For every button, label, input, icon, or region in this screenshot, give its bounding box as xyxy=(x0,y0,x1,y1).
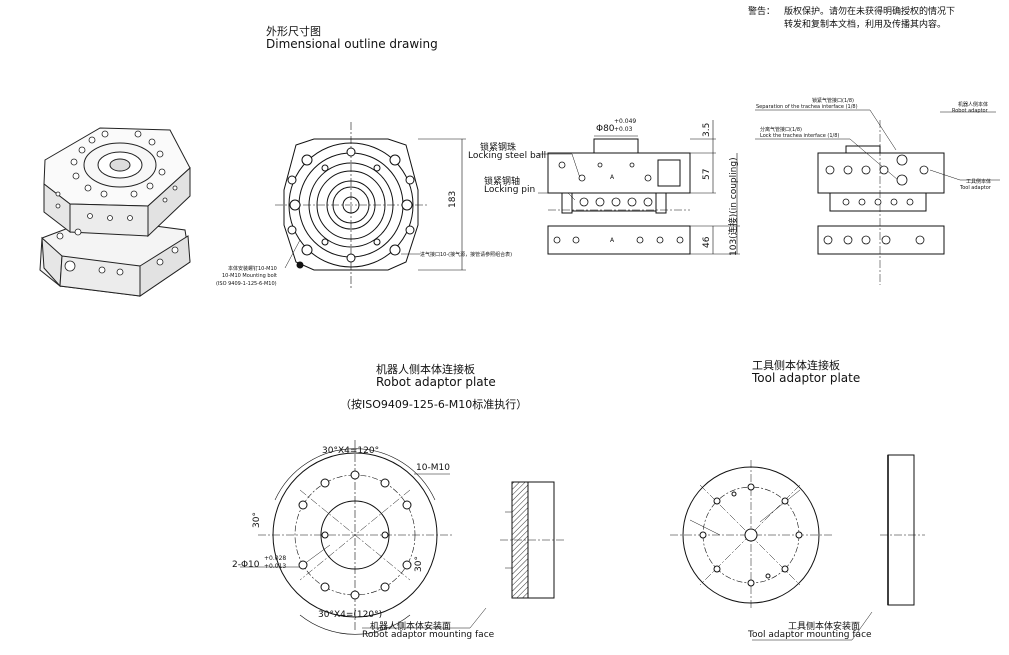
side-view xyxy=(538,120,740,255)
tool-adaptor-cn: 工具侧本体 xyxy=(966,179,992,185)
right-view-holes xyxy=(823,154,929,245)
mounting-bolt-cn: 本体安装螺钉10-M10 xyxy=(228,266,277,272)
mounting-bolt-en: 10-M10 Mounting bolt xyxy=(222,273,278,279)
marker-a-top: A xyxy=(610,174,615,181)
separation-port-en: Separation of the trachea interface (1/8… xyxy=(756,104,858,110)
dim-dia80-tol-down: +0.03 xyxy=(614,126,633,133)
side-view-holes xyxy=(553,161,684,244)
tool-face-en: Tool adaptor mounting face xyxy=(748,630,872,640)
robot-face-cn: 机器人侧本体安装面 xyxy=(370,622,452,632)
air-inlet-note: 进气接口10-(接气源，接管请参照组合表) xyxy=(420,252,513,258)
isometric-view xyxy=(39,127,191,297)
angle-30-left: 30° xyxy=(252,512,262,528)
tool-plate-holes xyxy=(699,483,803,587)
tool-plate-section xyxy=(880,454,925,606)
robot-plate-title-cn: 机器人侧本体连接板 xyxy=(376,363,475,376)
lock-port-cn: 分离气管接口(1/8) xyxy=(760,127,802,133)
tool-plate-face xyxy=(670,460,873,641)
locking-ball-en: Locking steel ball xyxy=(468,151,547,161)
thread-10-m10: 10-M10 xyxy=(416,463,450,473)
right-view xyxy=(755,109,1000,285)
pin-tol-down: +0.013 xyxy=(264,563,287,570)
dim-dia80: Φ80 xyxy=(596,124,615,134)
outline-title-cn: 外形尺寸图 xyxy=(266,25,321,38)
locking-pin-cn: 锁紧钢轴 xyxy=(484,177,521,187)
pin-tol-up: +0.028 xyxy=(264,555,287,562)
robot-face-en: Robot adaptor mounting face xyxy=(362,630,495,640)
dim-dia80-tol-up: +0.049 xyxy=(614,118,637,125)
isometric-holes xyxy=(55,130,179,276)
lock-port-en: Lock the trachea interface (1/8) xyxy=(760,133,840,139)
tool-plate-title-cn: 工具侧本体连接板 xyxy=(752,359,840,372)
dim-46: 46 xyxy=(702,236,712,248)
pin-holes: 2-Φ10 xyxy=(232,560,260,570)
angle-30-right: 30° xyxy=(414,556,424,572)
warning-line-2: 转发和复制本文档，利用及传播其内容。 xyxy=(784,20,947,30)
mounting-bolt-std: (ISO 9409-1-125-6-M10) xyxy=(216,281,277,287)
angle-bottom: 30°X4=(120°) xyxy=(318,610,383,620)
robot-plate-standard: （按ISO9409-125-6-M10标准执行） xyxy=(340,398,528,411)
marker-a-bottom: A xyxy=(610,237,615,244)
locking-pin-en: Locking pin xyxy=(484,185,536,195)
tool-adaptor-en: Tool adaptor xyxy=(960,185,991,191)
robot-plate-section xyxy=(500,481,565,599)
dim-3-5: 3.5 xyxy=(702,122,712,137)
robot-adaptor-cn: 机器人侧本体 xyxy=(958,102,989,108)
top-view-bolts xyxy=(287,147,415,269)
tool-face-cn: 工具侧本体安装面 xyxy=(788,622,861,632)
angle-top: 30°X4=120° xyxy=(322,446,380,456)
dim-183: 183 xyxy=(448,190,458,208)
robot-adaptor-en: Robot adaptor xyxy=(952,108,988,114)
warning-line-1: 版权保护。请勿在未获得明确授权的情况下 xyxy=(784,7,956,17)
dim-103-coupling: 103(连接)(in coupling) xyxy=(729,157,739,256)
tool-plate-title-en: Tool adaptor plate xyxy=(752,371,861,385)
warning-label: 警告： xyxy=(748,7,776,17)
robot-plate-holes xyxy=(298,470,412,600)
top-view xyxy=(275,122,466,290)
locking-ball-cn: 锁紧钢珠 xyxy=(480,143,517,153)
robot-plate-title-en: Robot adaptor plate xyxy=(376,375,496,389)
outline-title-en: Dimensional outline drawing xyxy=(266,37,438,51)
dim-57: 57 xyxy=(702,168,712,180)
separation-port-cn: 锁紧气管接口(1/8) xyxy=(812,98,854,104)
